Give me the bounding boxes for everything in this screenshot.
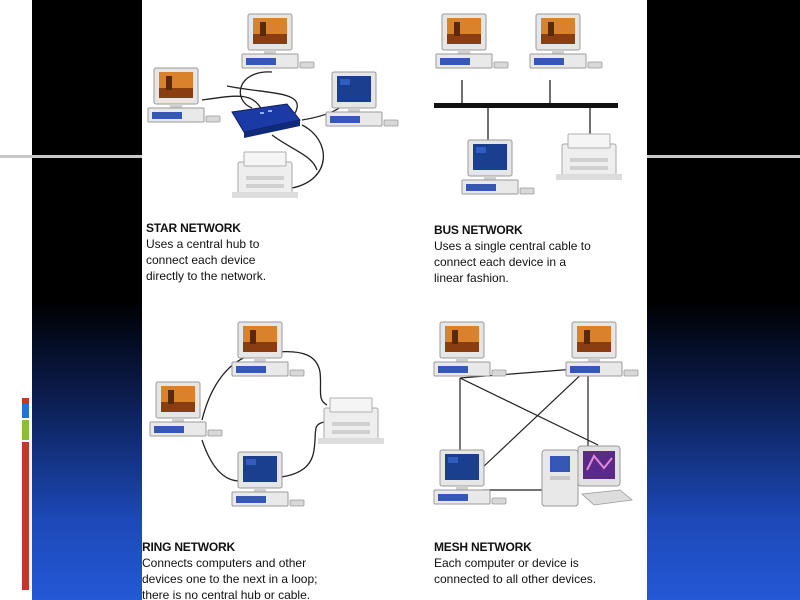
mesh-computer-bottom-left	[434, 450, 506, 504]
slide-title-partial: I	[18, 58, 44, 98]
ring-network-title: RING NETWORK	[142, 539, 342, 555]
star-network-desc-line-3: directly to the network.	[146, 268, 286, 284]
ring-computer-left	[150, 382, 222, 436]
mesh-computer-top-right	[566, 322, 638, 376]
mesh-computer-top-left	[434, 322, 506, 376]
bus-network-desc-line-3: linear fashion.	[434, 270, 624, 286]
ring-computer-top	[232, 322, 304, 376]
mesh-network-desc-line-1: Each computer or device is	[434, 555, 624, 571]
star-computer-right	[326, 72, 398, 126]
mesh-network-desc-line-2: connected to all other devices.	[434, 571, 624, 587]
topology-illustration	[142, 0, 647, 600]
ring-network-caption: RING NETWORK Connects computers and othe…	[142, 539, 342, 600]
mesh-tower-computer	[542, 446, 632, 506]
star-printer	[232, 152, 298, 198]
ring-network-desc-line-2: devices one to the next in a loop;	[142, 571, 342, 587]
ring-printer	[318, 398, 384, 444]
bus-network-caption: BUS NETWORK Uses a single central cable …	[434, 222, 624, 286]
bus-printer	[556, 134, 622, 180]
star-central-hub	[232, 104, 300, 138]
star-network-desc-line-2: connect each device	[146, 252, 286, 268]
ring-network-desc-line-1: Connects computers and other	[142, 555, 342, 571]
ring-network-desc-line-3: there is no central hub or cable.	[142, 587, 342, 600]
bus-network-desc-line-1: Uses a single central cable to	[434, 238, 624, 254]
network-topology-diagram: STAR NETWORK Uses a central hub to conne…	[142, 0, 647, 600]
bus-computer-top-right	[530, 14, 602, 68]
star-computer-left	[148, 68, 220, 122]
accent-bar-4	[22, 442, 29, 590]
bus-computer-bottom	[462, 140, 534, 194]
star-network-desc-line-1: Uses a central hub to	[146, 236, 286, 252]
bus-network-title: BUS NETWORK	[434, 222, 624, 238]
mesh-network-caption: MESH NETWORK Each computer or device is …	[434, 539, 624, 587]
ring-computer-bottom	[232, 452, 304, 506]
accent-bar-2	[22, 404, 29, 418]
star-network-title: STAR NETWORK	[146, 220, 286, 236]
bus-computer-top-left	[436, 14, 508, 68]
bus-network-backbone	[434, 80, 618, 140]
star-network-caption: STAR NETWORK Uses a central hub to conne…	[146, 220, 286, 284]
bus-network-desc-line-2: connect each device in a	[434, 254, 624, 270]
accent-bar-3	[22, 420, 29, 440]
mesh-network-title: MESH NETWORK	[434, 539, 624, 555]
star-computer-top	[242, 14, 314, 68]
